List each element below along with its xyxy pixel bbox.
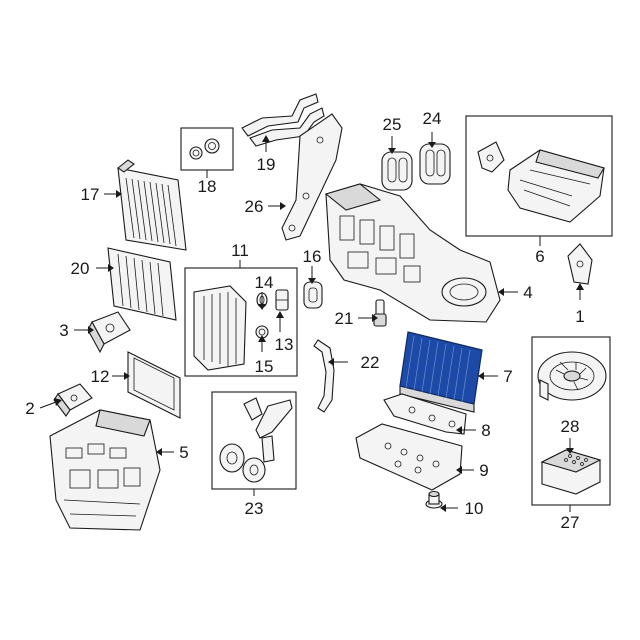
part-28-resistor[interactable] [540, 449, 602, 495]
callout-14: 14 [255, 273, 274, 292]
callout-24: 24 [423, 109, 442, 128]
part-7-cabin-filter[interactable] [399, 331, 483, 413]
callout-7: 7 [503, 367, 512, 386]
part-27-blower-motor[interactable] [537, 351, 607, 401]
leader-lines [39, 132, 584, 512]
part-4-main-housing[interactable] [324, 183, 501, 323]
part-17-heater-core[interactable] [117, 159, 187, 251]
group-box-11 [184, 267, 298, 377]
callout-16: 16 [303, 247, 322, 266]
part-26-bracket[interactable] [281, 113, 343, 241]
callout-22: 22 [361, 353, 380, 372]
part-16-sensor[interactable] [303, 281, 323, 309]
part-12-filter[interactable] [127, 351, 181, 419]
part-3-actuator[interactable] [87, 311, 131, 354]
part-13-valve[interactable] [275, 289, 289, 311]
part-23-linkage[interactable] [219, 397, 293, 483]
callout-20: 20 [71, 259, 90, 278]
callout-26: 26 [245, 197, 264, 216]
part-20-evaporator[interactable] [107, 247, 177, 321]
callout-5: 5 [179, 443, 188, 462]
callout-11: 11 [231, 241, 249, 260]
part-10-fastener[interactable] [425, 490, 443, 509]
callout-2: 2 [25, 399, 34, 418]
part-25-gasket[interactable] [381, 151, 413, 191]
callout-10: 10 [465, 499, 484, 518]
callout-25: 25 [383, 115, 402, 134]
callout-3: 3 [59, 321, 68, 340]
callout-9: 9 [479, 461, 488, 480]
callout-23: 23 [245, 499, 264, 518]
part-9-cover-plate[interactable] [355, 423, 463, 491]
part-18-clamps[interactable] [189, 138, 220, 160]
callout-numbers: 1 2 3 4 5 6 7 8 9 10 11 12 13 14 15 16 1… [25, 109, 584, 532]
callout-17: 17 [81, 185, 100, 204]
callout-1: 1 [575, 307, 584, 326]
callout-27: 27 [561, 513, 580, 532]
part-22-drain-tube[interactable] [313, 339, 335, 413]
callout-4: 4 [523, 283, 532, 302]
callout-21: 21 [335, 309, 354, 328]
part-8-filter-cover[interactable] [383, 393, 467, 435]
callout-6: 6 [535, 247, 544, 266]
callout-28: 28 [561, 417, 580, 436]
part-6-upper-case[interactable] [477, 141, 605, 223]
part-1-actuator[interactable] [567, 243, 593, 285]
callout-8: 8 [481, 421, 490, 440]
part-11-evaporator[interactable] [193, 285, 247, 371]
callout-15: 15 [255, 357, 274, 376]
callout-12: 12 [91, 367, 110, 386]
group-box-27 [531, 336, 611, 506]
part-15-oring[interactable] [255, 325, 269, 339]
callout-18: 18 [198, 177, 217, 196]
callout-19: 19 [257, 155, 276, 174]
part-21-sensor[interactable] [373, 299, 387, 327]
group-box-6 [465, 115, 613, 237]
part-24-gasket[interactable] [419, 143, 451, 185]
callout-13: 13 [275, 335, 294, 354]
part-5-lower-housing[interactable] [49, 409, 161, 531]
